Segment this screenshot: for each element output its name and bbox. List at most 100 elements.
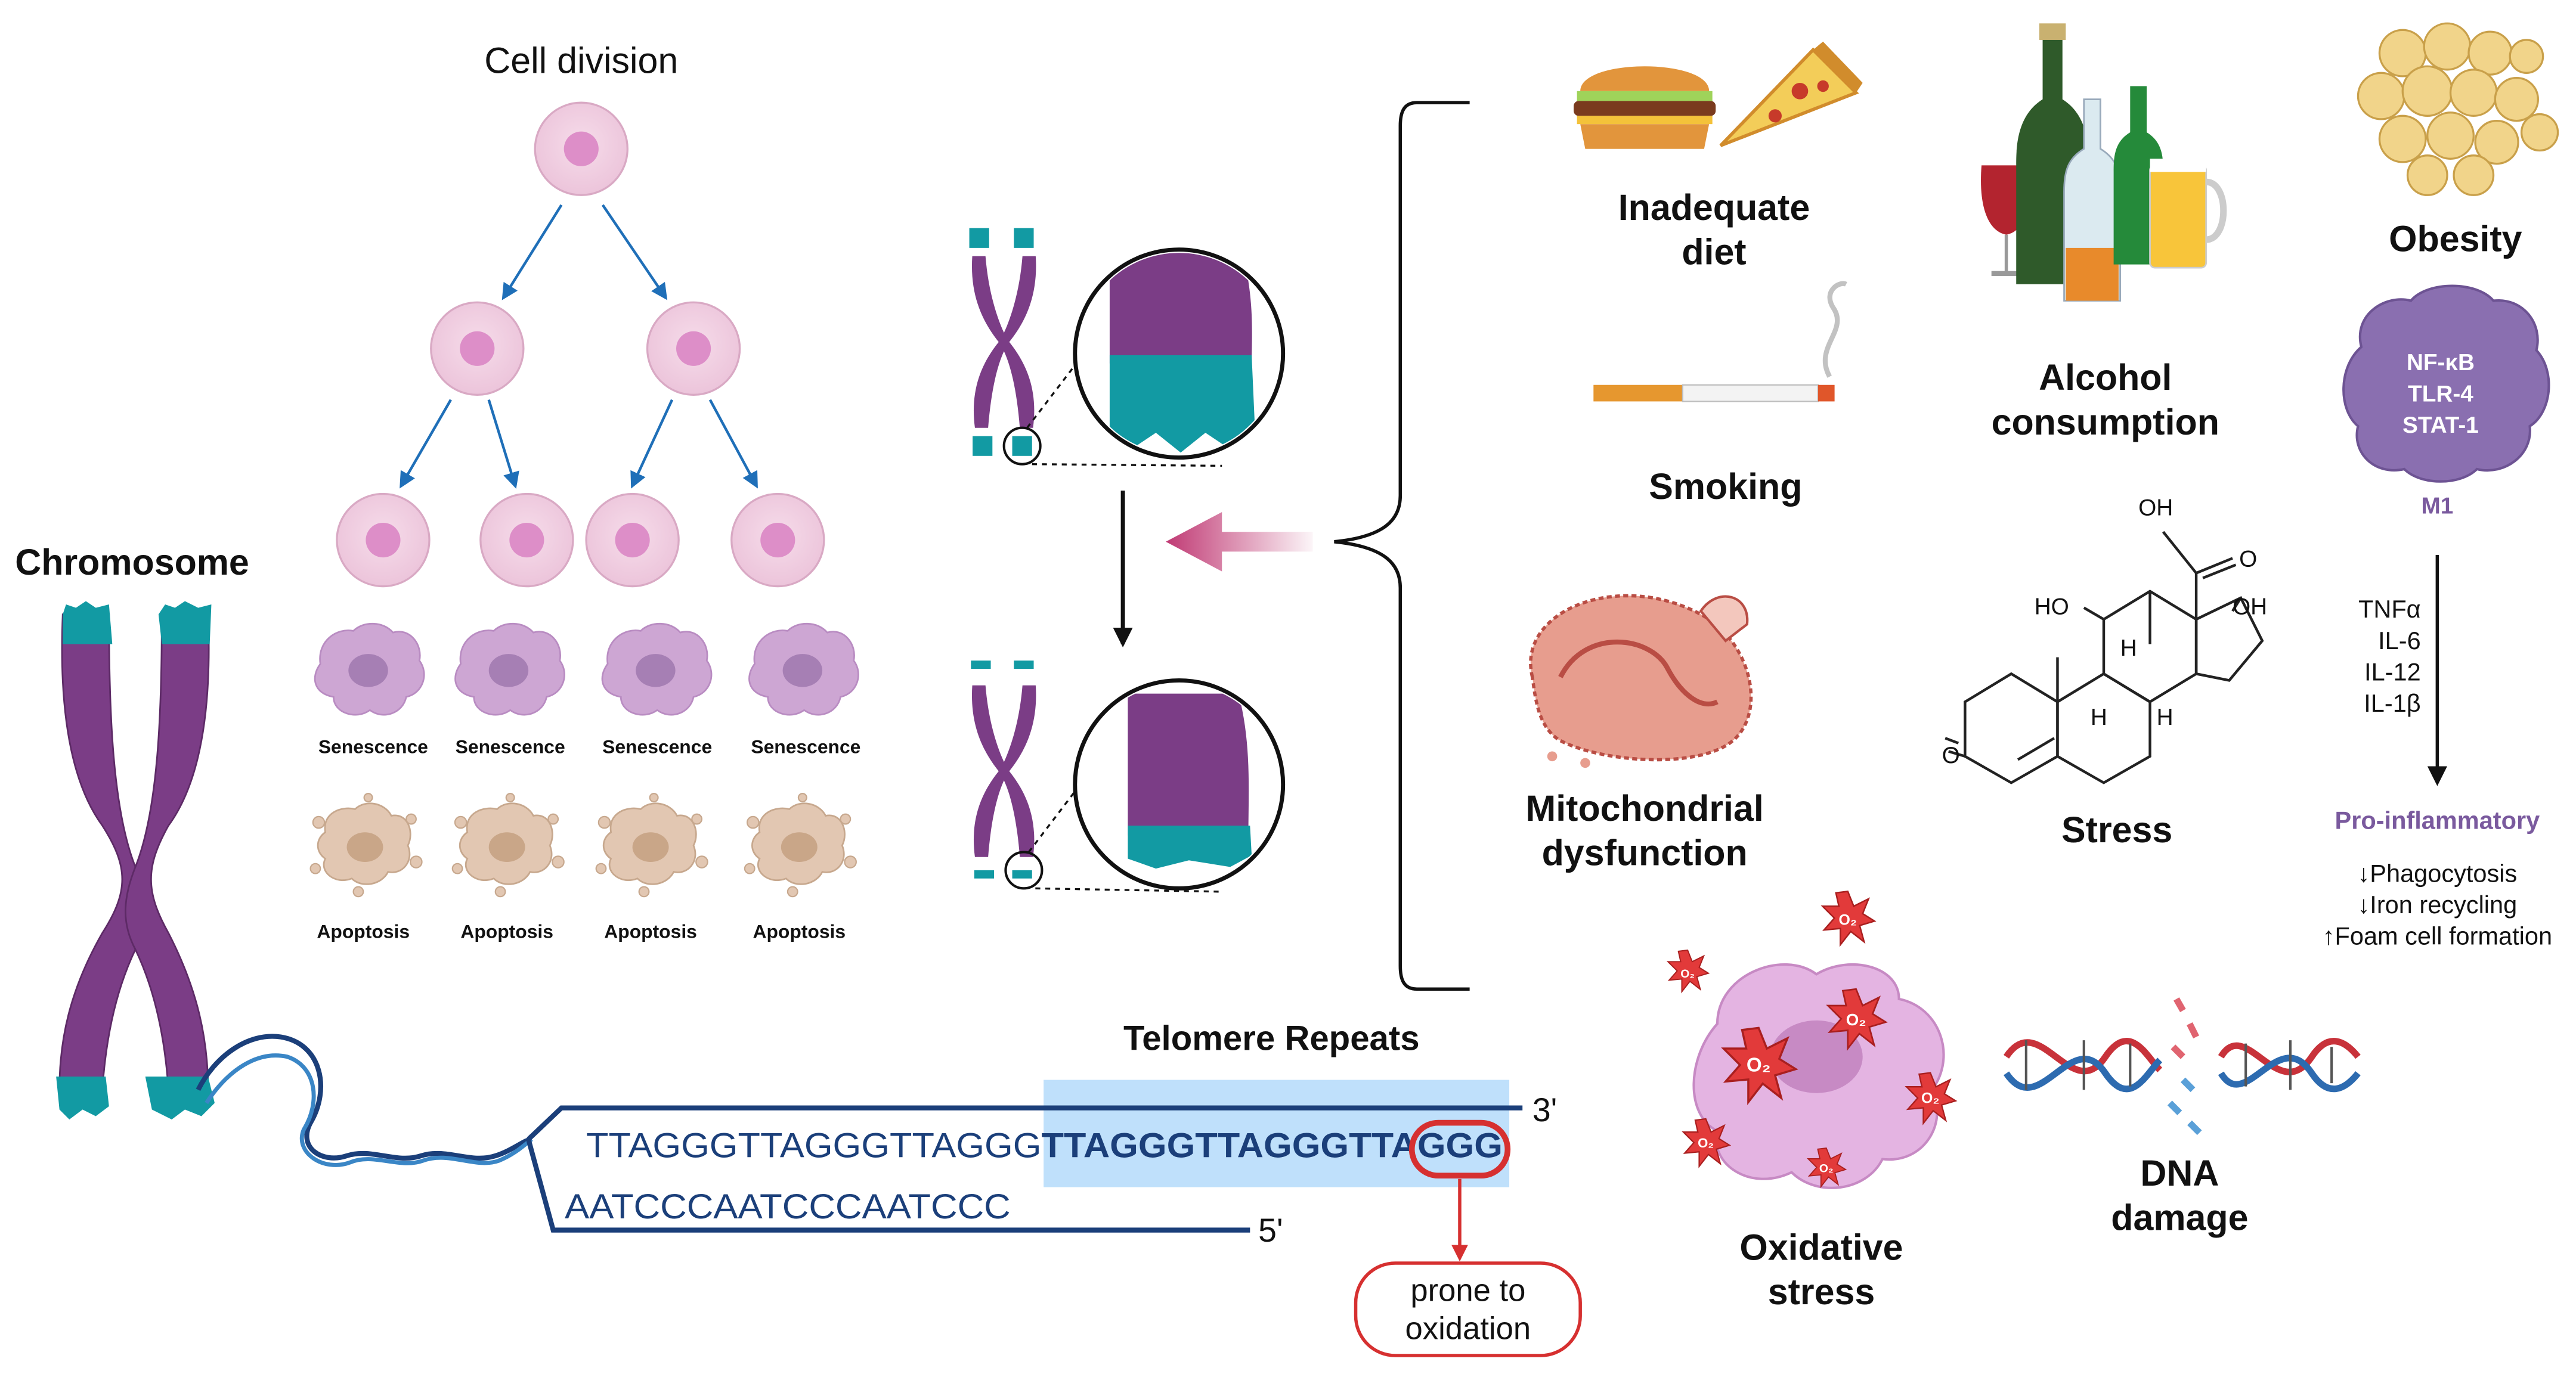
chromosome-label: Chromosome — [15, 542, 249, 582]
chromosome-long-telomere — [971, 256, 1036, 428]
senescent-cell-3 — [601, 622, 713, 716]
ros-label-2: O₂ — [1680, 967, 1695, 981]
chromosome: Chromosome — [15, 542, 249, 1120]
senescent-cell-4 — [748, 622, 859, 716]
bottom-strand — [526, 1139, 1250, 1233]
senescence-label-3: Senescence — [602, 736, 712, 757]
mitochondrial-factor: Mitochondrial dysfunction — [1526, 594, 1764, 873]
cigarette-icon — [1593, 281, 1847, 402]
effect-3: ↑Foam cell formation — [2323, 922, 2552, 950]
top-strand — [527, 1105, 1523, 1142]
alcohol-label-1: Alcohol — [2039, 357, 2172, 398]
smoking-label: Smoking — [1649, 466, 1802, 507]
division-arrows — [400, 204, 758, 489]
m1-macrophage: NF-κB TLR-4 STAT-1 M1 TNFα IL-6 IL-12 IL… — [2323, 284, 2552, 950]
pro-inflammatory-label: Pro-inflammatory — [2335, 807, 2540, 835]
alcohol-label-2: consumption — [1992, 402, 2219, 442]
long-telomere-cap-tl — [969, 228, 989, 248]
senescence-label-1: Senescence — [318, 736, 428, 757]
cortisol-oh-top: OH — [2138, 495, 2173, 521]
burger-icon — [1574, 66, 1716, 149]
zoom-marker-bottom — [1004, 851, 1044, 890]
marker-tlr4: TLR-4 — [2408, 381, 2473, 407]
cell-gen2-c — [585, 492, 680, 588]
dna-damage-factor: DNA damage — [2004, 997, 2361, 1238]
cortisol-h1: H — [2120, 635, 2137, 661]
oxidative-stress-factor: O₂ O₂ O₂ O₂ O₂ O₂ O₂ Oxidative stress — [1667, 891, 1956, 1312]
long-telomere-cap-bl — [973, 436, 993, 456]
stress-factor: OH O HO OH O H H H Stress — [1942, 495, 2268, 850]
ros-label-6: O₂ — [1698, 1136, 1714, 1150]
cortisol-ho: HO — [2035, 594, 2069, 620]
mito-label-2: dysfunction — [1542, 833, 1748, 873]
right-chromatid — [125, 613, 210, 1091]
cell-gen0 — [534, 101, 628, 196]
cortisol-ketone-o: O — [2239, 546, 2257, 572]
long-telomere-cap-br — [1012, 436, 1032, 456]
cell-gen1-b — [646, 301, 741, 396]
short-telomere-cap-bl — [974, 870, 995, 879]
ros-label-5: O₂ — [1921, 1090, 1939, 1106]
short-telomere-cap-br — [1012, 870, 1032, 879]
cell-gen2-a — [336, 492, 431, 588]
cortisol-structure — [1945, 531, 2264, 784]
apoptotic-cell-1 — [309, 792, 423, 898]
apoptosis-label-2: Apoptosis — [460, 920, 553, 942]
cytokine-4: IL-1β — [2364, 689, 2420, 717]
short-telomere-cap-tl — [971, 660, 991, 669]
oxidative-label-1: Oxidative — [1739, 1227, 1903, 1267]
prone-to-oxidation-box — [1354, 1261, 1582, 1357]
cell-gen2-d — [730, 492, 825, 588]
telomere-shortening — [969, 228, 1313, 893]
bottom-strand-sequence: AATCCCAATCCCAATCCC — [565, 1187, 1011, 1226]
ros-label-7: O₂ — [1819, 1162, 1834, 1176]
cell-division-title: Cell division — [484, 40, 678, 80]
prone-line-2: oxidation — [1405, 1311, 1531, 1346]
cortisol-h2: H — [2091, 705, 2107, 730]
smoking-factor: Smoking — [1593, 281, 1847, 507]
telomere-repeats: Telomere Repeats 3' 5' TTAGGGTTAGGGTTAGG… — [526, 1019, 1582, 1357]
ros-label-3: O₂ — [1846, 1010, 1866, 1029]
cytokine-1: TNFα — [2358, 595, 2421, 623]
broken-dna-icon — [2004, 997, 2361, 1136]
senescence-label-4: Senescence — [751, 736, 860, 757]
cytokine-2: IL-6 — [2378, 626, 2421, 655]
dna-label-1: DNA — [2140, 1153, 2219, 1193]
top-strand-circled: GGG — [1417, 1127, 1503, 1165]
chromosome-short-telomere — [971, 685, 1036, 857]
alcohol-bottles-icon — [1981, 23, 2227, 302]
diet-label-2: diet — [1682, 232, 1746, 272]
effect-1: ↓Phagocytosis — [2358, 859, 2518, 887]
cortisol-o-left: O — [1942, 743, 1960, 768]
apoptosis-label-3: Apoptosis — [604, 920, 697, 942]
cell-division-tree: Cell division Senescence Senescence Sene… — [309, 40, 860, 942]
factors-arrow — [1166, 511, 1313, 572]
zoom-marker-top — [1002, 426, 1042, 466]
ros-label-1: O₂ — [1839, 911, 1857, 928]
diet-label-1: Inadequate — [1618, 187, 1810, 228]
alcohol-factor: Alcohol consumption — [1981, 23, 2227, 442]
telomere-repeats-title: Telomere Repeats — [1123, 1019, 1420, 1058]
obesity-factor: Obesity — [2357, 22, 2559, 259]
stress-label: Stress — [2061, 809, 2172, 850]
three-prime-end: 3' — [1532, 1091, 1557, 1128]
risk-factors-brace — [1334, 101, 1470, 991]
cell-gen2-b — [479, 492, 574, 588]
senescence-label-2: Senescence — [456, 736, 565, 757]
marker-stat1: STAT-1 — [2402, 412, 2479, 438]
cell-gen1-a — [430, 301, 525, 396]
macrophage-icon — [2342, 284, 2550, 483]
senescent-cell-1 — [314, 622, 425, 716]
telomere-cap-top-right — [158, 601, 212, 644]
coiled-dna — [196, 1034, 533, 1167]
short-telomere-cap-tr — [1014, 660, 1034, 669]
apoptotic-cell-3 — [595, 792, 708, 898]
apoptotic-cell-2 — [451, 792, 565, 898]
telomere-cap-bottom-left — [56, 1077, 109, 1120]
repeat-highlight — [1044, 1080, 1510, 1187]
cytokine-3: IL-12 — [2364, 657, 2421, 686]
ros-label-4: O₂ — [1747, 1054, 1771, 1077]
adipocytes-icon — [2357, 22, 2559, 196]
